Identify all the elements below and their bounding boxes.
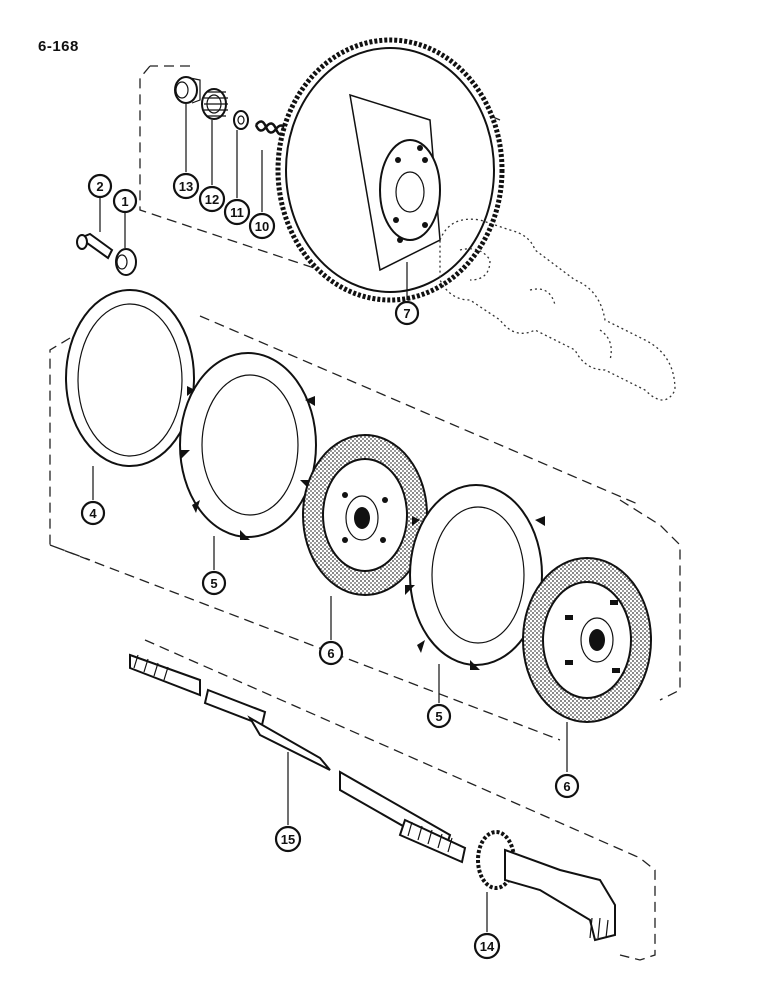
bushing-part-1 — [115, 248, 137, 276]
callout-13-label: 13 — [179, 179, 193, 194]
crankshaft-phantom — [439, 218, 676, 401]
flywheel-part-7 — [275, 37, 505, 303]
callout-7-label: 7 — [403, 306, 410, 321]
callout-4-label: 4 — [89, 506, 97, 521]
callout-4: 4 — [80, 500, 106, 526]
callout-1-label: 1 — [121, 194, 128, 209]
callout-6b-label: 6 — [563, 779, 570, 794]
callout-15: 15 — [274, 825, 302, 853]
separator-plate-part-5b — [405, 484, 545, 670]
callout-10-label: 10 — [255, 219, 269, 234]
friction-disc-part-6b — [522, 557, 652, 723]
callout-2-label: 2 — [96, 179, 103, 194]
separator-plate-part-5a — [179, 352, 317, 540]
callout-13: 13 — [172, 172, 200, 200]
clutch-pack-group-boundary — [49, 315, 681, 741]
washer-part-11 — [233, 110, 249, 130]
callout-5a: 5 — [201, 570, 227, 596]
shaft-part-15 — [129, 653, 467, 864]
callout-12: 12 — [198, 185, 226, 213]
callout-12-label: 12 — [205, 192, 219, 207]
page-number: 6-168 — [38, 38, 79, 55]
callout-5a-label: 5 — [210, 576, 217, 591]
callout-14: 14 — [473, 932, 501, 960]
leader-lines — [92, 104, 568, 932]
callout-7: 7 — [394, 300, 420, 326]
plate-part-4 — [65, 289, 195, 467]
gear-shaft-part-14 — [476, 830, 616, 942]
callout-6a-label: 6 — [327, 646, 334, 661]
callout-10: 10 — [248, 212, 276, 240]
callout-11: 11 — [223, 198, 251, 226]
callout-15-label: 15 — [281, 832, 295, 847]
callout-5b: 5 — [426, 703, 452, 729]
shaft-group-boundary — [144, 639, 656, 961]
bushing-part-13 — [174, 76, 201, 104]
bolt-part-2 — [76, 232, 114, 260]
friction-disc-part-6a — [302, 434, 428, 596]
callout-5b-label: 5 — [435, 709, 442, 724]
bearing-part-12 — [201, 88, 228, 120]
callout-1: 1 — [112, 188, 138, 214]
callout-2: 2 — [87, 173, 113, 199]
callout-14-label: 14 — [480, 939, 495, 954]
callout-6a: 6 — [318, 640, 344, 666]
callout-11-label: 11 — [230, 205, 244, 220]
callout-6b: 6 — [554, 773, 580, 799]
